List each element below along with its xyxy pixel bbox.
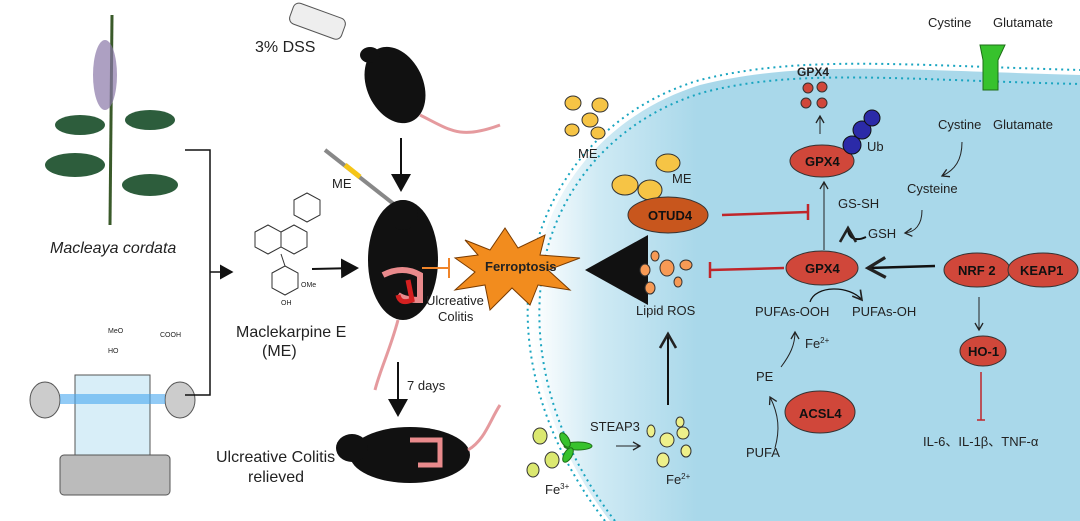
fe2-label: Fe2+: [666, 472, 691, 487]
inhibit-ferroptosis-line: [422, 258, 450, 278]
arrow-nrf2-to-gpx4: [864, 256, 936, 279]
gpx4-main-node: [785, 250, 859, 286]
ferroptosis-burst: [453, 227, 581, 312]
arrow-gsh-to-gssh: [838, 225, 867, 243]
duration-label: 7 days: [407, 378, 446, 393]
steap3-label: STEAP3: [590, 419, 640, 434]
otud4-label: OTUD4: [648, 208, 693, 223]
gsh-label: GSH: [868, 226, 896, 241]
ho1-node: [959, 335, 1007, 367]
extract-substituent-cooh: COOH: [160, 332, 181, 339]
pe-label: PE: [756, 369, 774, 384]
arrow-cystine-to-cysteine: [940, 141, 963, 178]
me-injection-label: ME: [332, 176, 352, 191]
me-outside-label: ME: [578, 146, 598, 161]
macleaya-plant-illustration: [45, 14, 178, 226]
compound-abbr: (ME): [262, 343, 297, 360]
ferroptosis-label: Ferroptosis: [485, 259, 557, 274]
keap1-node: [1007, 252, 1079, 288]
fe3-label: Fe3+: [545, 482, 570, 497]
extract-substituent-ho: HO: [108, 348, 119, 355]
compound-name: Maclekarpine E: [236, 324, 346, 341]
me-bound-particles: [611, 153, 681, 201]
pufas-oh-label: PUFAs-OH: [852, 304, 916, 319]
mouse-colitis-illustration: [368, 200, 438, 391]
gpx4-ub-label: GPX4: [805, 154, 840, 169]
syringe-plunger: [343, 163, 362, 179]
plant-label: Macleaya cordata: [50, 240, 176, 257]
fe3-particles: [526, 427, 560, 478]
ho1-label: HO-1: [968, 344, 999, 359]
ub-label: Ub: [867, 139, 884, 154]
glutamate-out-label: Glutamate: [993, 15, 1053, 30]
dss-label: 3% DSS: [255, 39, 315, 56]
me-inside-label: ME: [672, 171, 692, 186]
fe2-pe-label: Fe2+: [805, 336, 830, 351]
pufa-label: PUFA: [746, 445, 780, 460]
cell-membrane-inner: [538, 76, 1080, 521]
extract-substituent-meo: MeO: [108, 328, 124, 335]
nrf2-label: NRF 2: [958, 263, 996, 278]
bracket-connector: [185, 149, 232, 396]
syringe-icon: [323, 148, 397, 207]
colitis-label-line1: Ulcreative: [426, 293, 484, 308]
arrow-pe-to-pufas-ooh: [780, 330, 800, 368]
relieved-label-line2: relieved: [248, 469, 304, 486]
fe2-particles: [646, 416, 692, 468]
cytokines-label: IL-6、IL-1β、TNF-α: [923, 434, 1039, 449]
cell-membrane: [526, 62, 1080, 521]
keap1-label: KEAP1: [1020, 263, 1063, 278]
arrow-ooh-to-oh: [809, 288, 864, 303]
compound-substituent-oh: OH: [281, 300, 292, 307]
system-xc-transporter: [979, 44, 1006, 91]
cysteine-label: Cysteine: [907, 181, 958, 196]
gpx4-ub-node: [789, 144, 855, 178]
inhibit-otud4-gpx4: [721, 204, 810, 220]
gs-sh-label: GS-SH: [838, 196, 879, 211]
arrow-pufa-to-pe: [768, 395, 779, 449]
maclekarpine-e-structure: [254, 192, 321, 296]
gpx4-degraded-label: GPX4: [797, 65, 829, 79]
ubiquitin-chain: [842, 109, 881, 155]
otud4-node: [627, 196, 709, 234]
acsl4-label: ACSL4: [799, 406, 842, 421]
ultrasonic-extraction-illustration: [29, 374, 196, 496]
gpx4-main-label: GPX4: [805, 261, 840, 276]
inhibit-gpx4-lipid-ros: [708, 262, 785, 278]
transferrin-receptor-icon: [559, 432, 593, 463]
cell-body: [532, 68, 1080, 521]
arrow-cysteine-to-gsh: [903, 209, 923, 237]
pufas-ooh-label: PUFAs-OOH: [755, 304, 829, 319]
inhibit-ho1-cytokines: [977, 372, 985, 421]
lipid-ros-particles: [639, 250, 693, 295]
acsl4-node: [784, 390, 856, 434]
cystine-out-label: Cystine: [928, 15, 971, 30]
me-particles: [564, 95, 609, 140]
relieved-label-line1: Ulcreative Colitis: [216, 449, 335, 466]
lipid-ros-label: Lipid ROS: [636, 303, 696, 318]
mouse-dss-illustration: [360, 46, 501, 134]
dss-bottle-icon: [289, 2, 346, 40]
compound-substituent-ome: OMe: [301, 282, 316, 289]
colitis-label-line2: Colitis: [438, 309, 474, 324]
mouse-relieved-illustration: [336, 404, 502, 483]
cystine-in-label: Cystine: [938, 117, 981, 132]
glutamate-in-label: Glutamate: [993, 117, 1053, 132]
gpx4-fragments: [800, 81, 828, 109]
arrow-compound-to-mouse: [311, 258, 359, 279]
